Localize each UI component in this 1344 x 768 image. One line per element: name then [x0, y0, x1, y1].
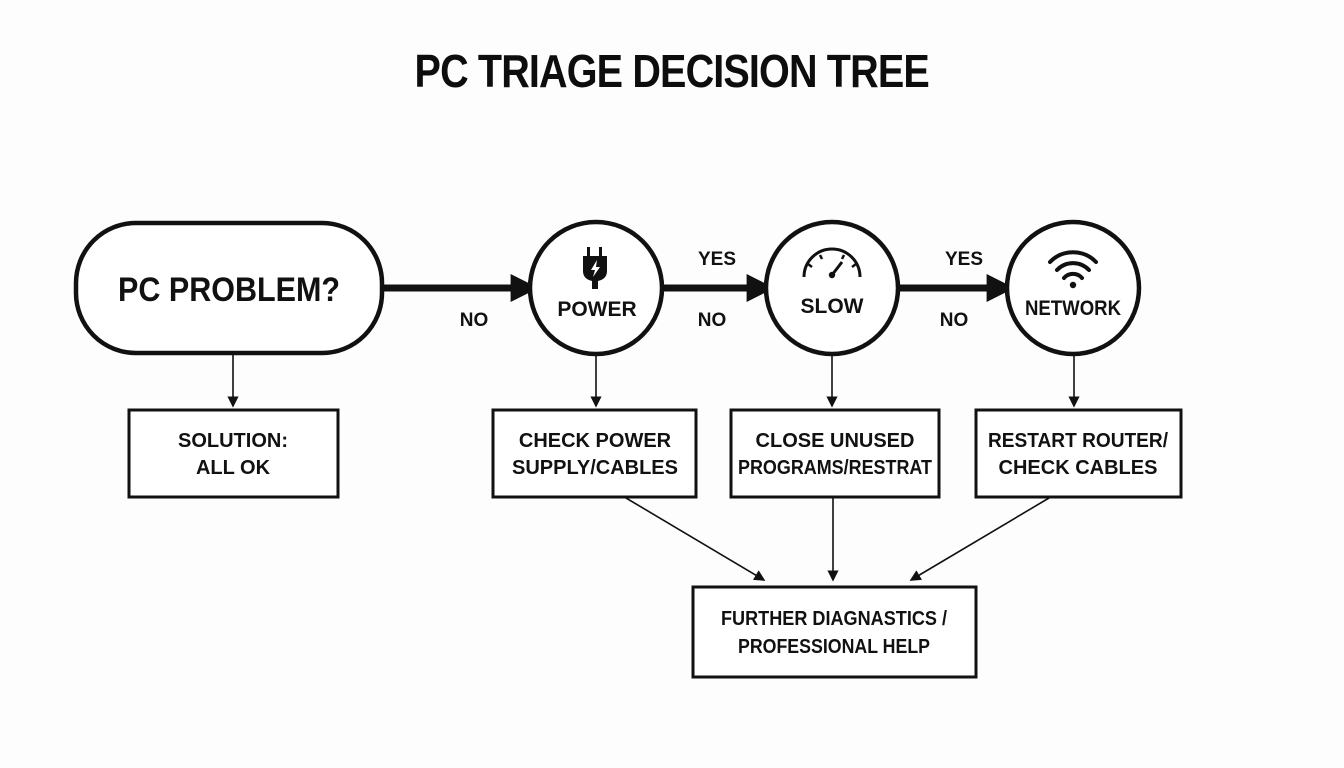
diagram-title: PC TRIAGE DECISION TREE	[414, 45, 930, 97]
final-box-line: PROFESSIONAL HELP	[738, 636, 930, 658]
solution-box-all-ok: SOLUTION: ALL OK	[127, 408, 340, 499]
decision-node-label: POWER	[557, 298, 636, 321]
edge-label-no: NO	[460, 310, 489, 331]
wifi-icon	[1048, 250, 1098, 289]
edge-network-solution-to-final	[909, 497, 1050, 581]
decision-node-network: NETWORK	[1004, 219, 1142, 357]
solution-box-line: SOLUTION:	[178, 430, 288, 452]
plug-icon	[583, 247, 607, 289]
solution-box-line: CHECK CABLES	[999, 457, 1158, 479]
edge-label-no: NO	[698, 310, 727, 331]
final-box-professional-help: FURTHER DIAGNASTICS / PROFESSIONAL HELP	[691, 585, 978, 679]
start-node: PC PROBLEM?	[73, 220, 385, 356]
decision-node-label: NETWORK	[1025, 297, 1121, 320]
solution-box-line: CLOSE UNUSED	[756, 430, 915, 452]
solution-box-line: RESTART ROUTER/	[988, 430, 1168, 452]
solution-box-line: SUPPLY/CABLES	[512, 457, 678, 479]
solution-box-line: ALL OK	[196, 457, 271, 479]
decision-node-power: POWER	[527, 219, 665, 357]
edge-label-yes: YES	[698, 249, 736, 270]
edge-label-yes: YES	[945, 249, 983, 270]
solution-box-line: CHECK POWER	[519, 430, 672, 452]
solution-box-slow: CLOSE UNUSED PROGRAMS/RESTRAT	[729, 408, 941, 499]
final-box-line: FURTHER DIAGNASTICS /	[721, 608, 947, 630]
solution-box-network: RESTART ROUTER/ CHECK CABLES	[974, 408, 1183, 499]
decision-node-slow: SLOW	[763, 219, 901, 357]
edge-power-solution-to-final	[625, 497, 766, 581]
speedometer-icon	[802, 247, 862, 279]
start-node-label: PC PROBLEM?	[118, 271, 340, 309]
solution-box-power: CHECK POWER SUPPLY/CABLES	[491, 408, 698, 499]
decision-node-label: SLOW	[801, 295, 864, 318]
edge-label-no: NO	[940, 310, 969, 331]
solution-box-line: PROGRAMS/RESTRAT	[738, 457, 932, 479]
